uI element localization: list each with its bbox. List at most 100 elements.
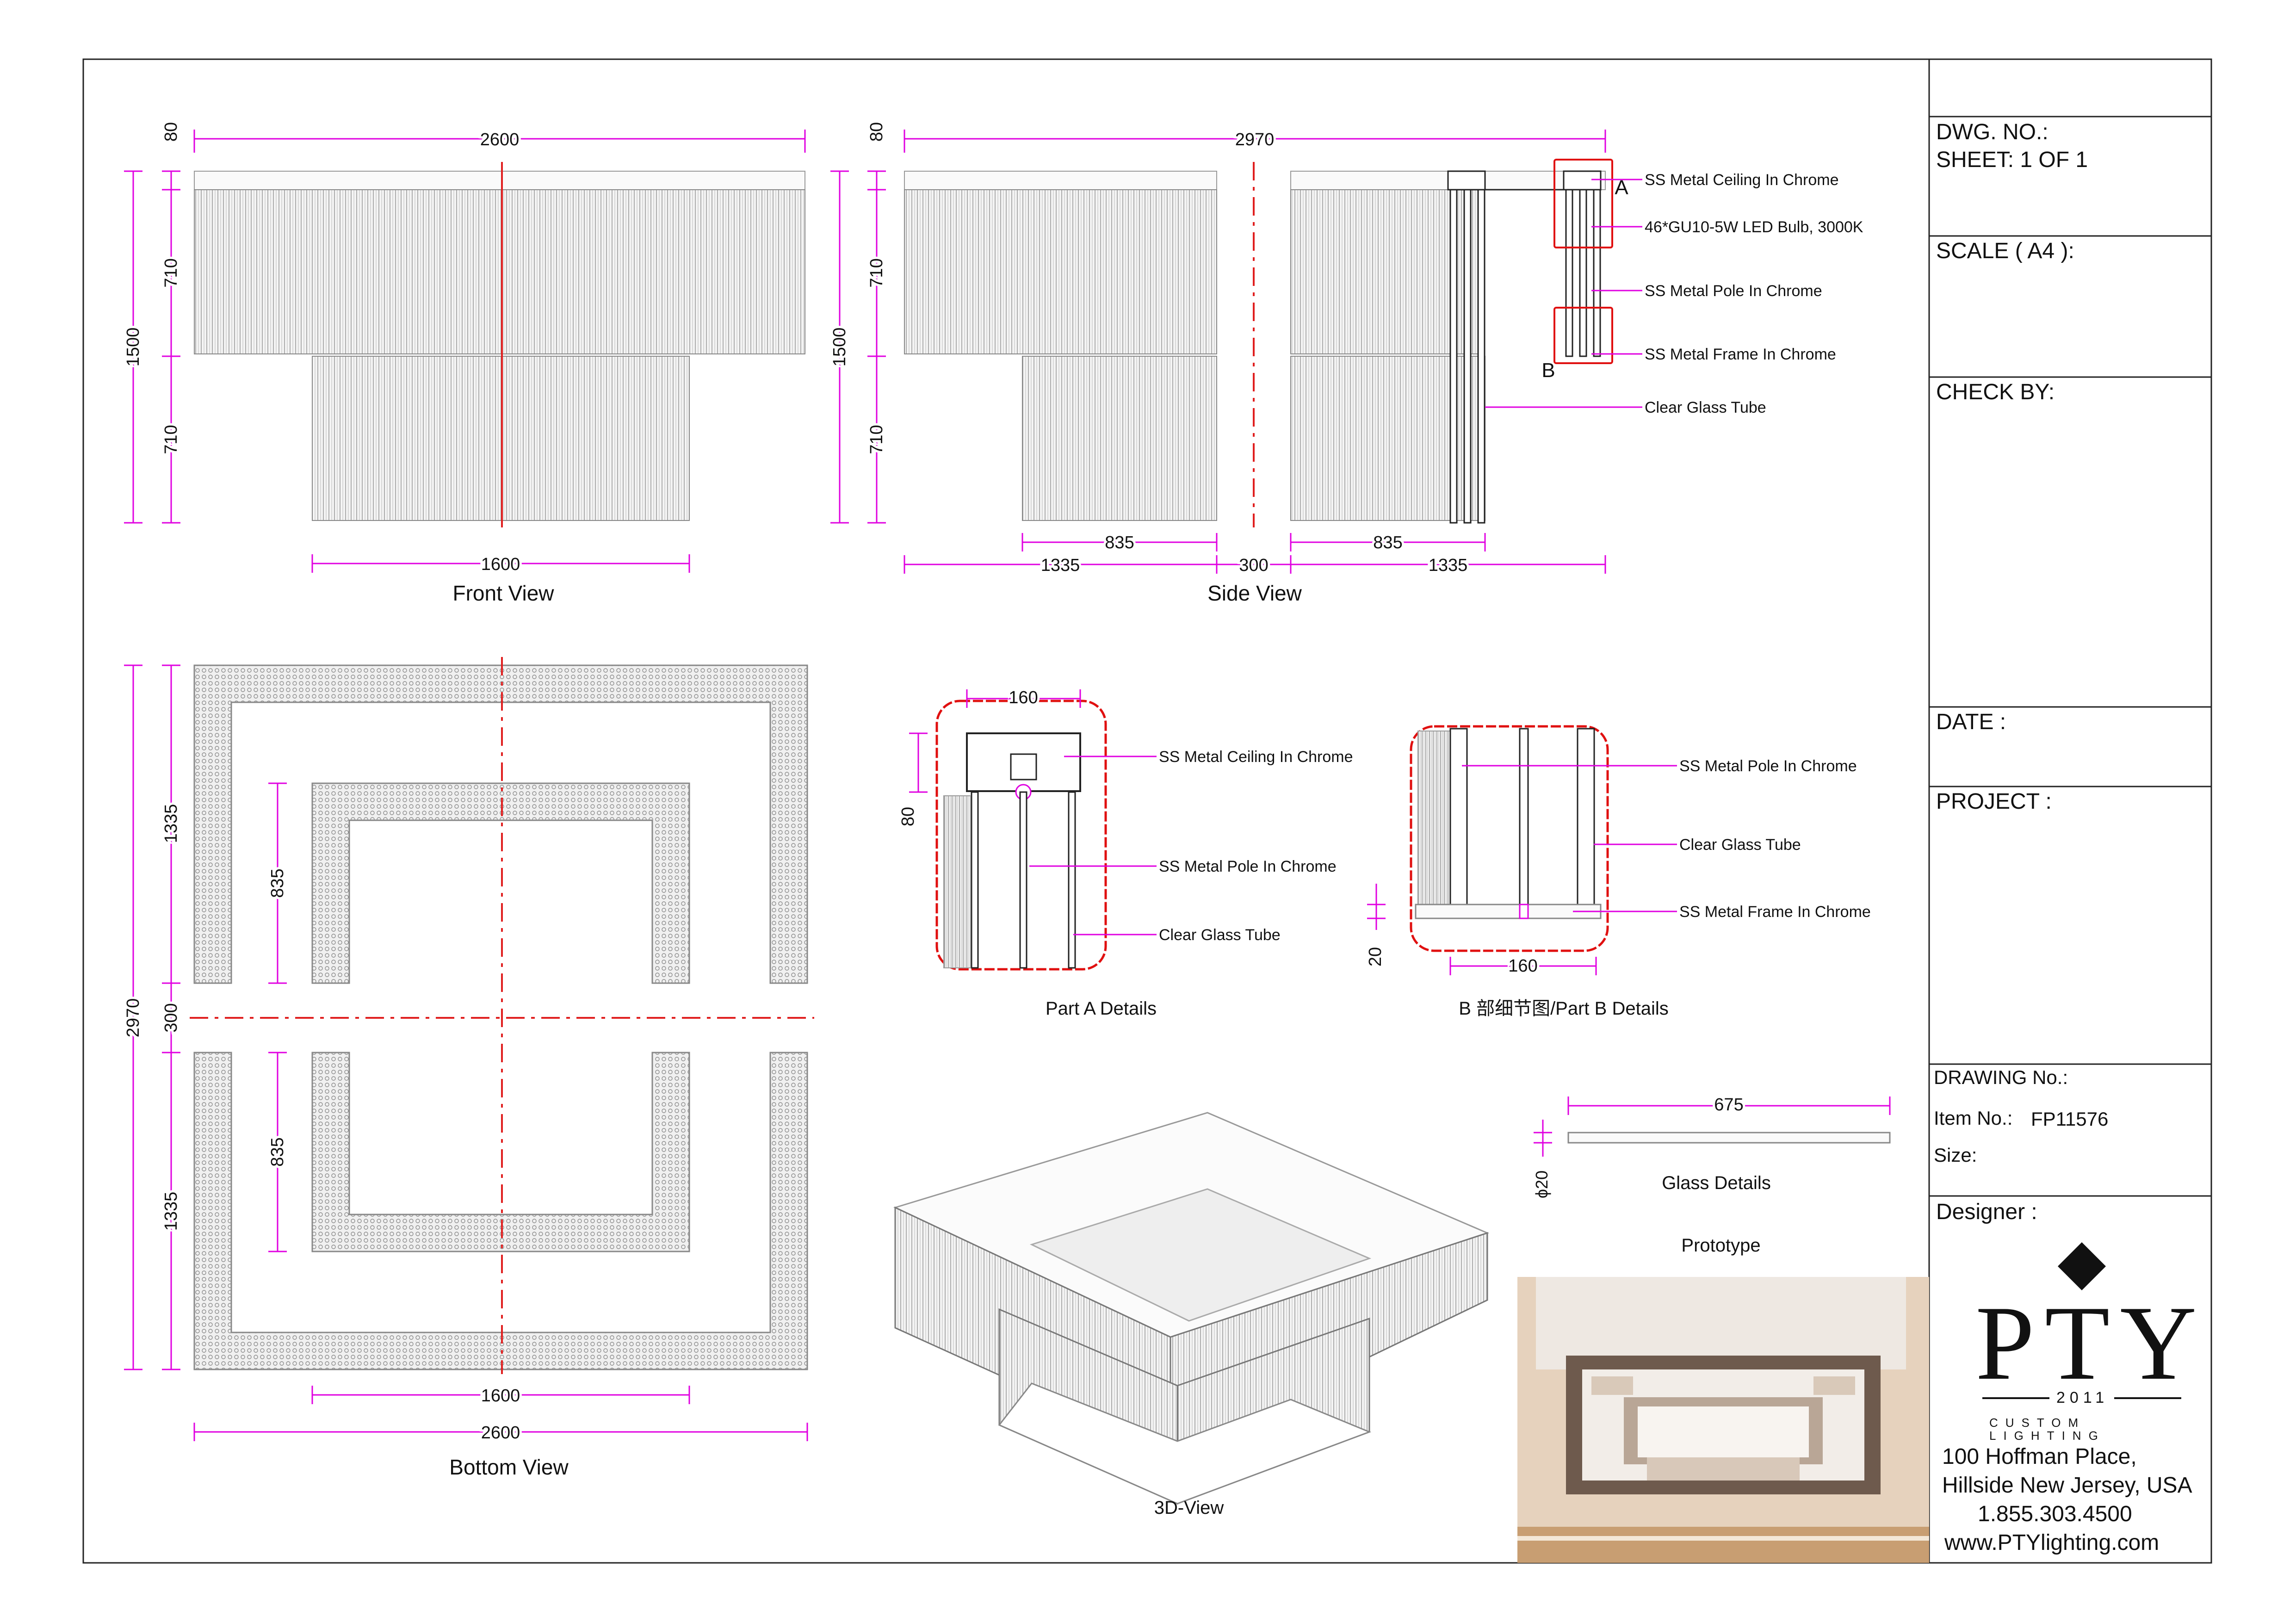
marker-b-label: B	[1541, 359, 1555, 382]
part-b-details: 160 20 SS Metal Pole In Chrome Clear Gla…	[1366, 725, 1871, 1019]
part-b-joint	[1519, 904, 1529, 919]
dim-label: 80	[161, 122, 181, 142]
part-a-poles	[971, 791, 1076, 969]
prototype: Prototype	[1517, 1235, 1929, 1563]
dim-label: 835	[1373, 533, 1402, 552]
dim-front-2600	[193, 130, 806, 153]
sheet-border	[82, 58, 2212, 1564]
dim-label: 1335	[1429, 556, 1468, 575]
part-b-callout: SS Metal Pole In Chrome	[1679, 757, 1857, 775]
part-b-title: B 部细节图/Part B Details	[1459, 998, 1668, 1019]
prototype-title: Prototype	[1681, 1235, 1760, 1256]
side-ceiling-box	[1447, 170, 1486, 191]
dim-label: 2970	[1235, 130, 1275, 149]
dim-label: 1335	[161, 1192, 181, 1231]
check-by-label: CHECK BY:	[1936, 380, 2055, 404]
dim-label: 835	[1105, 533, 1134, 552]
dim-label: 710	[867, 425, 886, 454]
part-b-poles	[1449, 728, 1595, 910]
bottom-view-title: Bottom View	[449, 1455, 569, 1479]
detail-marker-a	[1553, 159, 1613, 248]
dim-label: 1600	[481, 1386, 520, 1406]
company-logo: PTY	[1975, 1284, 2207, 1402]
dim-label: 675	[1714, 1095, 1743, 1115]
dim-label: 80	[867, 122, 886, 142]
side-callout-pole: SS Metal Pole In Chrome	[1645, 282, 1822, 300]
dim-label: 1500	[124, 328, 143, 367]
front-ceiling-plate	[194, 171, 805, 190]
part-b-cloud	[1410, 725, 1609, 952]
glass-details: 675 ϕ20 Glass Details	[1532, 1093, 1891, 1198]
dim-bottom-vertical	[124, 664, 287, 1370]
dim-label: 2600	[481, 1423, 520, 1443]
address-line-1: 100 Hoffman Place,	[1942, 1444, 2137, 1469]
dwg-no-label: DWG. NO.:	[1936, 120, 2048, 144]
side-left-ceiling	[904, 171, 1217, 190]
address-line-2: Hillside New Jersey, USA	[1942, 1473, 2192, 1498]
dim-label: 835	[268, 868, 287, 898]
dim-label: 80	[898, 807, 918, 826]
side-callout-ceiling: SS Metal Ceiling In Chrome	[1645, 171, 1839, 189]
dim-front-heights	[124, 170, 180, 524]
bottom-inner-frame-upper	[311, 782, 690, 984]
part-a-leaders	[1029, 756, 1157, 935]
side-view-title: Side View	[1207, 581, 1302, 605]
part-b-leaders	[1462, 765, 1677, 912]
dim-label: 2600	[480, 130, 520, 149]
three-d-view: 3D-View	[893, 1112, 1490, 1518]
part-a-callout: Clear Glass Tube	[1159, 926, 1281, 944]
dim-label: 300	[1239, 556, 1268, 575]
dim-label: 710	[161, 425, 181, 454]
part-a-socket	[1010, 753, 1037, 781]
bottom-view: 2970 1335 300 1335 835 835 1600 2600 Bot…	[121, 657, 814, 1479]
dim-part-b	[1367, 884, 1597, 975]
bottom-outer-frame-lower	[193, 1052, 808, 1370]
bottom-inner-frame-lower	[311, 1052, 690, 1252]
side-left-upper-tier	[904, 189, 1217, 354]
dim-label: 710	[161, 258, 181, 287]
side-callout-tube: Clear Glass Tube	[1645, 399, 1766, 416]
side-poles	[1449, 189, 1601, 524]
size-label: Size:	[1934, 1144, 1977, 1166]
3d-upper-inner	[1029, 1188, 1372, 1322]
side-leaders	[1485, 179, 1642, 408]
dim-label: 20	[1366, 947, 1385, 966]
dim-label: 1500	[830, 328, 849, 367]
dim-bottom-horizontal	[193, 1386, 808, 1441]
dim-label: 1600	[481, 555, 520, 574]
date-label: DATE :	[1936, 710, 2006, 734]
designer-label: Designer :	[1936, 1200, 2037, 1224]
part-a-cloud	[935, 700, 1107, 971]
dim-label: 710	[867, 258, 886, 287]
front-lower-tier	[312, 356, 690, 521]
glass-tube-drawing	[1567, 1132, 1891, 1144]
item-no-value: FP11576	[2031, 1108, 2109, 1130]
3d-lower-base	[998, 1382, 1372, 1505]
logo-tagline-lighting: LIGHTING	[1989, 1429, 2105, 1443]
dim-label: 300	[161, 1003, 181, 1032]
part-a-details: 160 80 SS Metal Ceiling In Chrome SS Met…	[898, 686, 1353, 1019]
dim-label: 2970	[124, 998, 143, 1038]
three-d-title: 3D-View	[1154, 1498, 1224, 1518]
front-view-title: Front View	[452, 581, 554, 605]
dim-glass-length	[1534, 1096, 1891, 1157]
detail-marker-b	[1553, 307, 1613, 364]
dim-label: 1335	[1041, 556, 1080, 575]
side-ceiling-box	[1563, 170, 1602, 191]
side-left-lower-tier	[1022, 356, 1217, 521]
front-view: 2600 1600 1500 80 710 710 Front View	[121, 122, 806, 605]
dim-label: ϕ20	[1532, 1171, 1551, 1198]
logo-tagline-custom: CUSTOM	[1989, 1416, 2086, 1430]
logo-diamond-icon	[2058, 1242, 2106, 1290]
part-b-callout: SS Metal Frame In Chrome	[1679, 903, 1871, 921]
part-b-callout: Clear Glass Tube	[1679, 836, 1801, 854]
side-callout-frame: SS Metal Frame In Chrome	[1645, 346, 1836, 363]
part-a-tubes	[943, 795, 971, 968]
dim-label: 835	[268, 1137, 287, 1166]
dim-label: 160	[1508, 956, 1537, 976]
part-a-title: Part A Details	[1046, 998, 1157, 1019]
dim-label: 160	[1009, 688, 1038, 707]
dim-label: 1335	[161, 804, 181, 843]
website-link[interactable]: www.PTYlighting.com	[1944, 1530, 2160, 1555]
